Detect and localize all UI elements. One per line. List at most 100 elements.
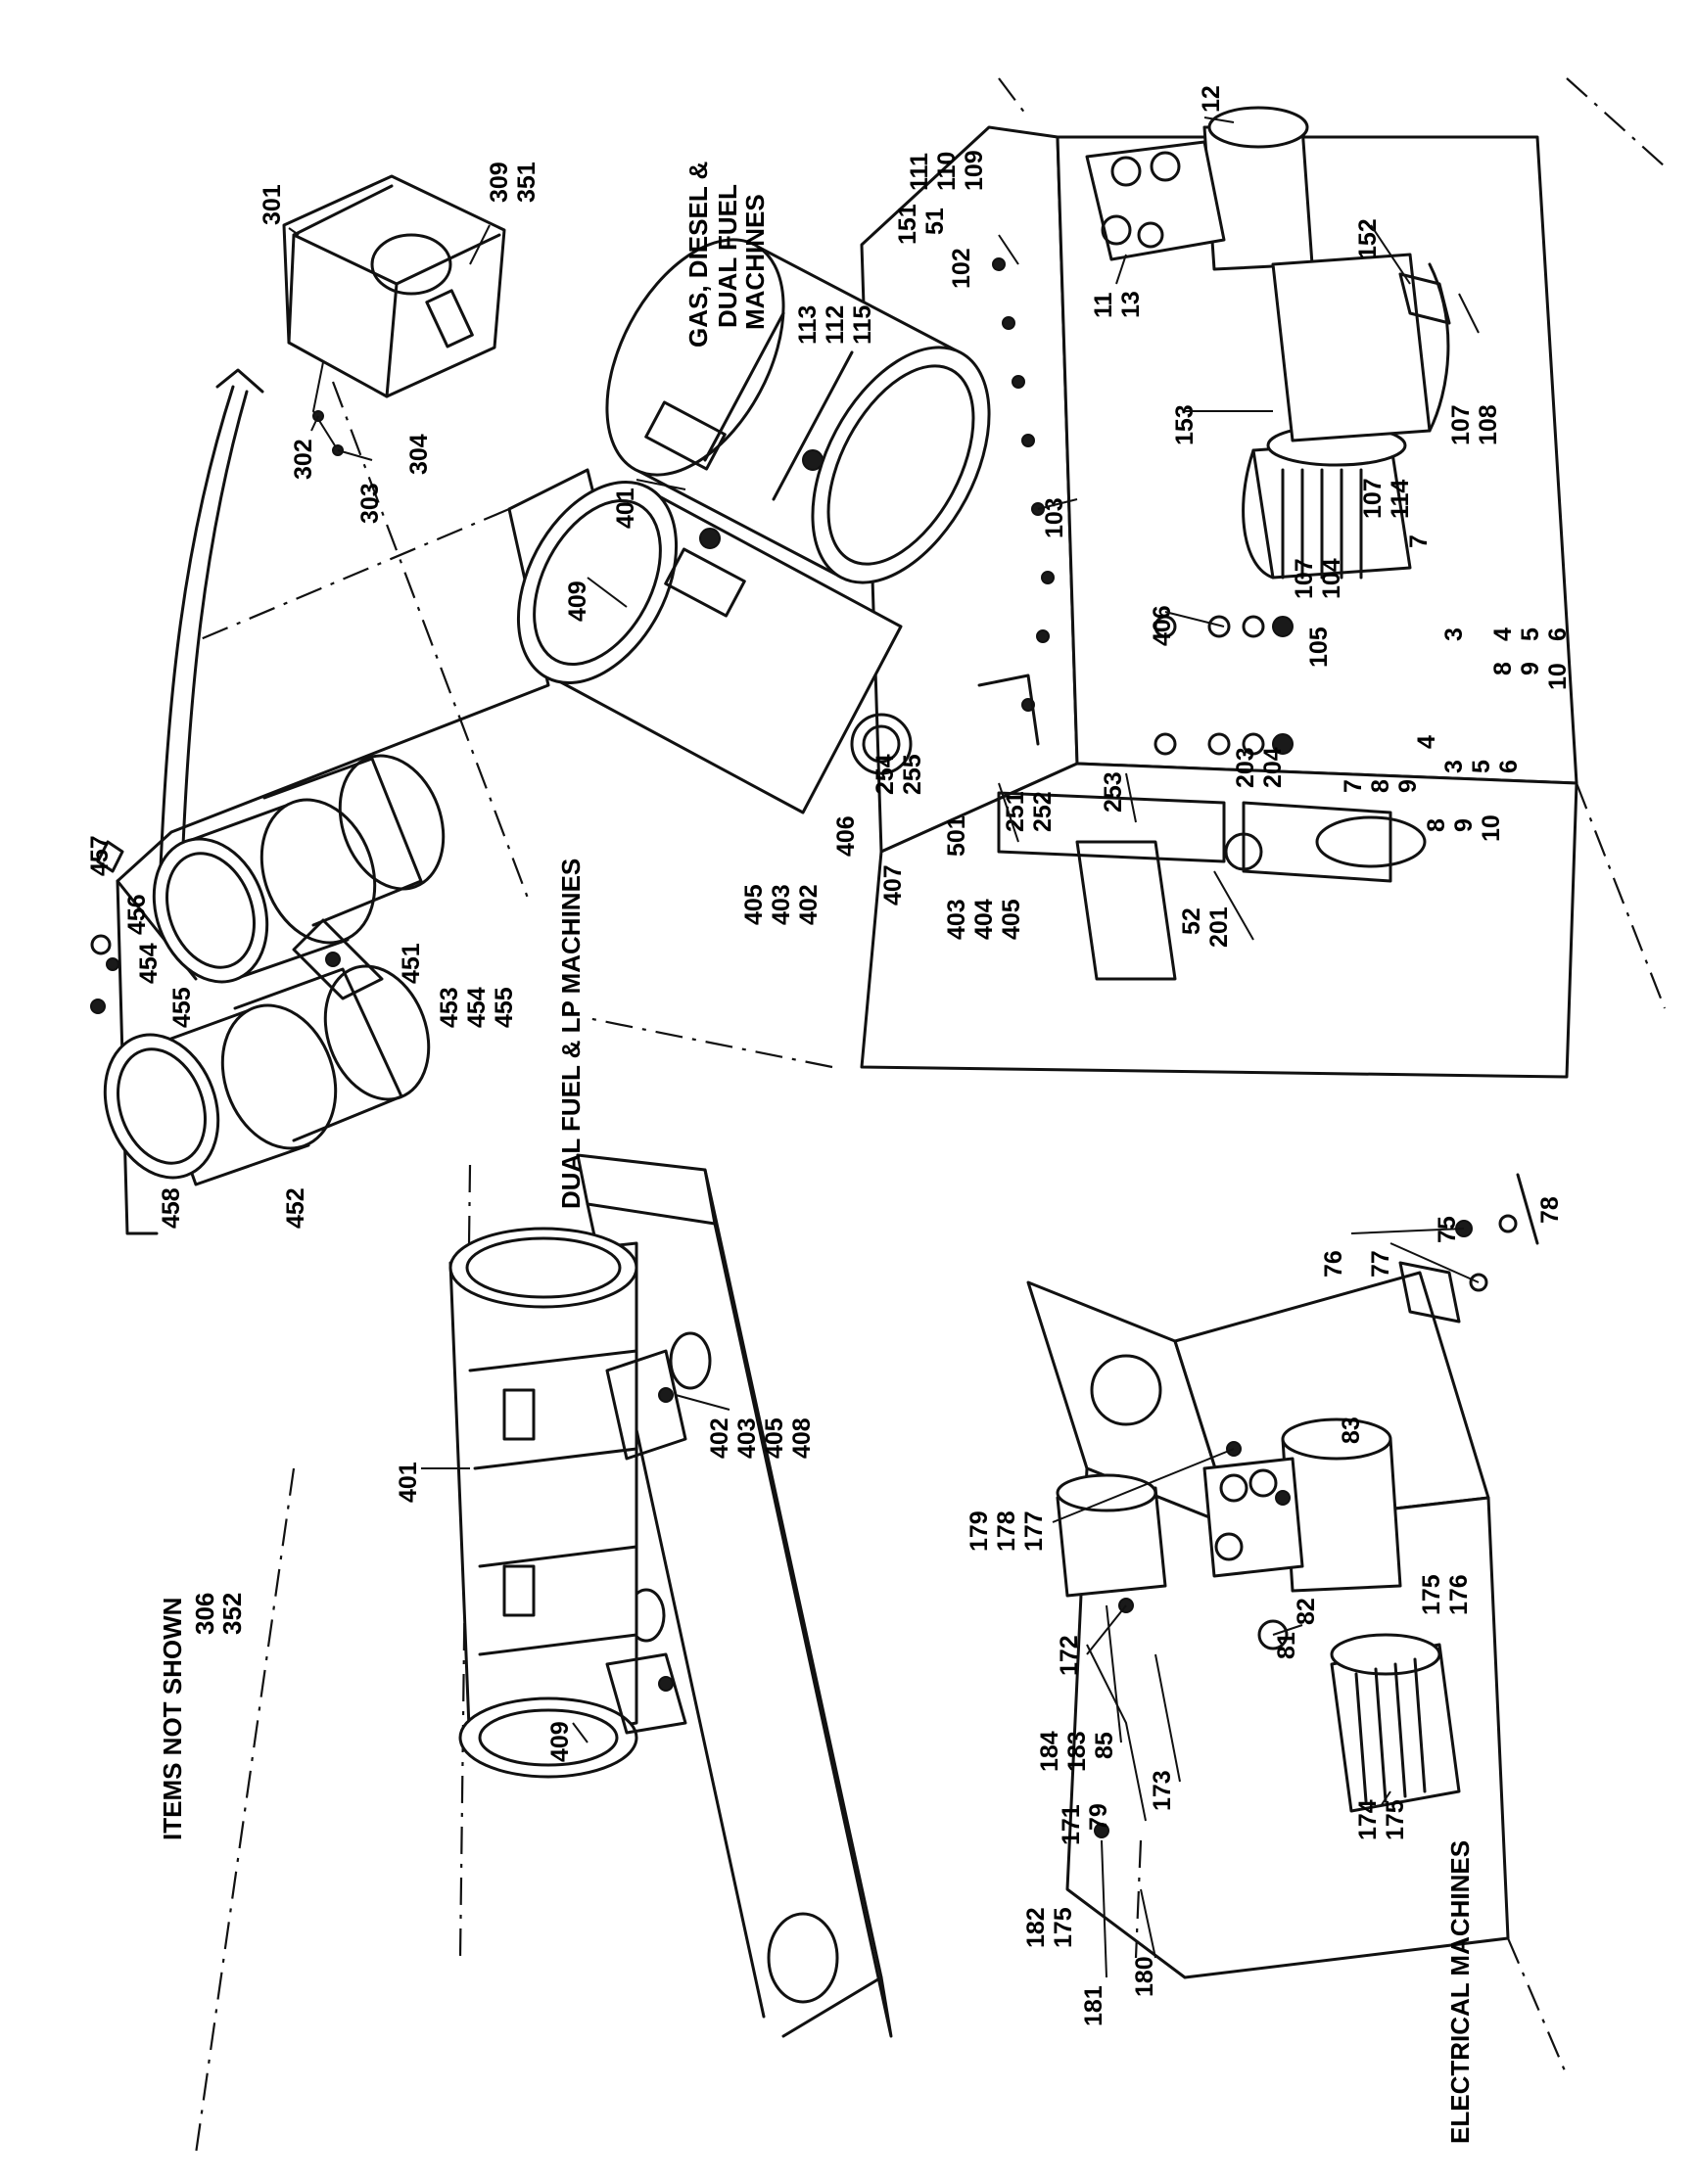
callout-501: 501: [943, 815, 970, 857]
callout-175c: 175: [1050, 1907, 1077, 1948]
callout-114: 114: [1387, 480, 1414, 519]
callout-304: 304: [405, 434, 433, 475]
callout-309: 309: [486, 162, 513, 203]
callout-175b: 175: [1382, 1799, 1409, 1840]
callout-107c: 107: [1291, 558, 1318, 599]
engine-air-cleaner-graphic: [516, 238, 991, 814]
callout-254: 254: [871, 754, 899, 795]
callout-9c: 9: [1450, 818, 1478, 832]
title-gas-diesel-1: GAS, DIESEL &: [683, 162, 713, 348]
callout-81: 81: [1273, 1632, 1300, 1659]
callout-77: 77: [1367, 1250, 1394, 1278]
callout-401a: 401: [612, 488, 639, 529]
callout-452: 452: [282, 1187, 309, 1229]
callout-455b: 455: [491, 987, 518, 1028]
dual-air-cleaner-graphic: [90, 381, 599, 1235]
callout-401b: 401: [395, 1462, 422, 1503]
callout-10a: 10: [1544, 663, 1572, 690]
callout-115: 115: [849, 305, 876, 345]
callout-409b: 409: [546, 1721, 574, 1762]
callout-51: 51: [921, 208, 949, 235]
callout-6a: 6: [1544, 627, 1572, 641]
callout-103: 103: [1041, 497, 1068, 538]
callout-104: 104: [1318, 558, 1345, 599]
callout-454a: 454: [135, 943, 163, 984]
callout-7a: 7: [1405, 534, 1433, 548]
callout-108: 108: [1475, 404, 1502, 445]
callout-303: 303: [356, 483, 384, 524]
callout-456: 456: [123, 894, 151, 935]
beam-air-cleaner-graphic: [194, 1153, 893, 2155]
callout-173: 173: [1149, 1770, 1176, 1811]
callout-152: 152: [1354, 218, 1382, 259]
callout-403a: 403: [768, 884, 795, 925]
callout-10c: 10: [1478, 814, 1505, 842]
callout-110: 110: [933, 152, 961, 191]
callout-180: 180: [1131, 1956, 1158, 1997]
callout-12: 12: [1198, 85, 1225, 113]
items-not-shown-352: 352: [217, 1593, 247, 1635]
title-gas-diesel-2: DUAL FUEL: [713, 184, 742, 328]
callout-351: 351: [513, 162, 541, 203]
title-electrical: ELECTRICAL MACHINES: [1445, 1840, 1475, 2144]
callout-255: 255: [899, 754, 926, 795]
callout-79: 79: [1085, 1803, 1112, 1831]
callout-451: 451: [398, 943, 425, 984]
callout-407: 407: [879, 864, 907, 906]
callout-107b: 107: [1359, 478, 1387, 519]
callout-302: 302: [290, 439, 317, 480]
title-gas-diesel-3: MACHINES: [740, 194, 770, 330]
callout-201: 201: [1205, 906, 1233, 948]
callout-4a: 4: [1489, 627, 1517, 641]
items-not-shown-306: 306: [190, 1593, 219, 1635]
callout-6b: 6: [1495, 760, 1523, 773]
engine-housing-graphic: [587, 77, 1667, 1079]
callout-177: 177: [1020, 1510, 1048, 1552]
callout-179: 179: [965, 1510, 993, 1552]
callout-409a: 409: [564, 581, 591, 622]
callout-203: 203: [1232, 747, 1259, 788]
callout-454b: 454: [463, 987, 491, 1028]
electrical-housing-graphic: [1026, 1173, 1569, 2076]
callout-8a: 8: [1489, 662, 1517, 675]
callout-403b: 403: [943, 899, 970, 940]
callout-455a: 455: [168, 987, 196, 1028]
callout-182: 182: [1022, 1907, 1050, 1948]
callout-112: 112: [822, 305, 849, 345]
callout-102: 102: [948, 248, 975, 289]
callout-181: 181: [1080, 1985, 1107, 2026]
callout-83: 83: [1338, 1417, 1365, 1444]
callout-405a: 405: [740, 884, 768, 925]
callout-76: 76: [1320, 1250, 1347, 1278]
callout-174: 174: [1354, 1799, 1382, 1840]
arrow-graphic: [157, 368, 264, 917]
callout-453: 453: [436, 987, 463, 1028]
callout-3a: 3: [1440, 627, 1468, 641]
callout-408: 408: [788, 1417, 816, 1459]
callout-404: 404: [970, 899, 998, 940]
callout-457: 457: [86, 835, 114, 876]
callout-405b: 405: [998, 899, 1025, 940]
callout-406a: 406: [1149, 605, 1176, 646]
callout-105: 105: [1305, 627, 1333, 668]
callout-labels: 301 309 351 302 303 304 457 456 454 455 …: [86, 85, 1572, 2026]
title-dual-fuel-lp: DUAL FUEL & LP MACHINES: [556, 859, 586, 1209]
callout-5a: 5: [1517, 627, 1544, 641]
callout-172: 172: [1056, 1635, 1083, 1676]
callout-151: 151: [894, 204, 921, 245]
callout-184: 184: [1036, 1731, 1063, 1772]
callout-107a: 107: [1447, 404, 1475, 445]
callout-204: 204: [1259, 747, 1287, 788]
callout-178: 178: [993, 1510, 1020, 1552]
callout-113: 113: [794, 305, 822, 345]
callout-403c: 403: [733, 1417, 761, 1459]
callout-4b: 4: [1413, 735, 1440, 749]
title-items-not-shown: ITEMS NOT SHOWN: [158, 1598, 187, 1840]
callout-3b: 3: [1440, 760, 1468, 773]
callout-252: 252: [1029, 791, 1057, 832]
callout-8b: 8: [1367, 779, 1394, 793]
callout-251: 251: [1002, 791, 1029, 832]
callout-5b: 5: [1468, 760, 1495, 773]
callout-82: 82: [1293, 1598, 1320, 1625]
